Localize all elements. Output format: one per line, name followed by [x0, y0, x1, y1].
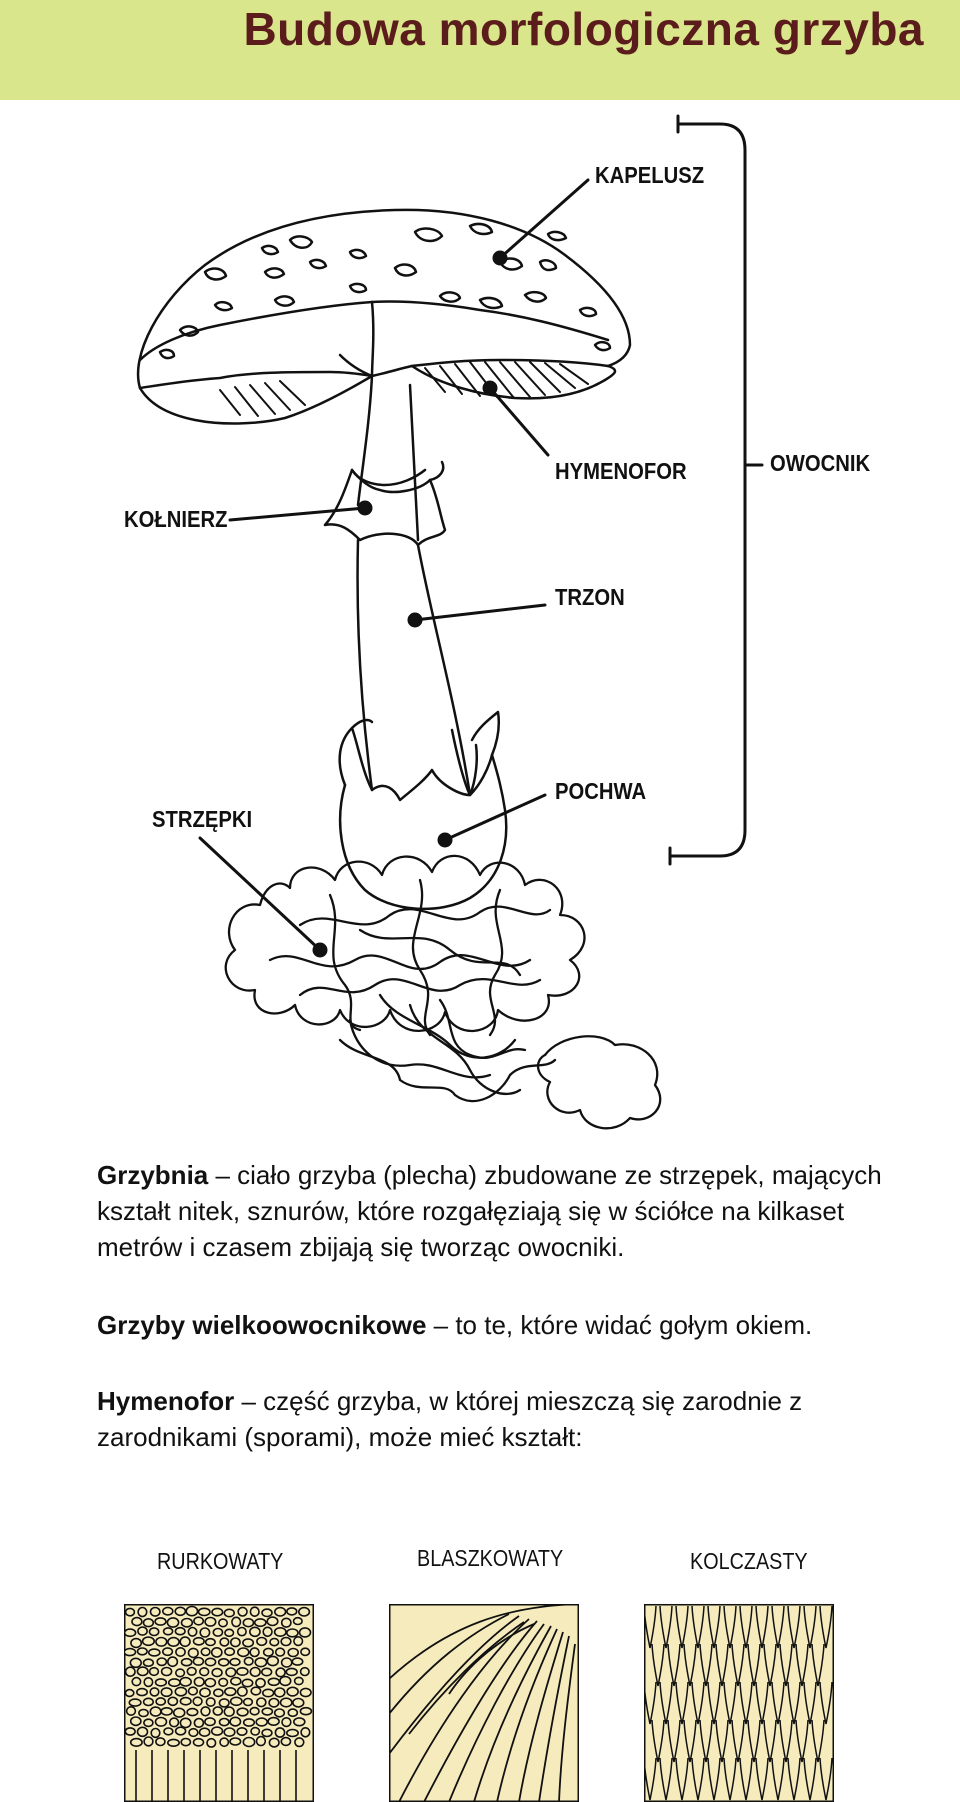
type-label-kolczasty: KOLCZASTY	[690, 1548, 808, 1574]
label-pochwa: POCHWA	[555, 778, 647, 804]
swatch-lamellar-gills	[389, 1604, 579, 1802]
type-label-rurkowaty: RURKOWATY	[157, 1548, 284, 1574]
definition-grzybnia: – ciało grzyba (plecha) zbudowane ze str…	[97, 1160, 882, 1262]
label-kapelusz: KAPELUSZ	[595, 162, 705, 188]
label-pointers	[198, 178, 590, 958]
mushroom-diagram	[136, 114, 764, 1130]
description-hymenofor: Hymenofor – część grzyba, w której miesz…	[97, 1383, 837, 1455]
label-kolnierz: KOŁNIERZ	[124, 506, 228, 532]
stem-illustration	[356, 373, 478, 797]
description-grzybnia: Grzybnia – ciało grzyba (plecha) zbudowa…	[97, 1157, 887, 1265]
cap-illustration	[136, 208, 632, 425]
definition-grzyby-wielkoowocnikowe: – to te, które widać gołym okiem.	[426, 1310, 813, 1340]
fruiting-body-bracket	[668, 114, 764, 866]
description-grzyby-wielkoowocnikowe: Grzyby wielkoowocnikowe – to te, które w…	[97, 1307, 887, 1343]
label-trzon: TRZON	[555, 584, 625, 610]
type-label-blaszkowaty: BLASZKOWATY	[417, 1545, 564, 1571]
label-strzepki: STRZĘPKI	[152, 806, 253, 832]
term-grzyby-wielkoowocnikowe: Grzyby wielkoowocnikowe	[97, 1310, 427, 1340]
swatch-tubular-pores	[124, 1604, 314, 1802]
definition-hymenofor: – część grzyba, w której mieszczą się za…	[97, 1386, 803, 1452]
mycelium-hyphae-illustration	[224, 854, 662, 1130]
term-grzybnia: Grzybnia	[97, 1160, 209, 1190]
title-bar: Budowa morfologiczna grzyba	[0, 0, 960, 100]
label-hymenofor: HYMENOFOR	[555, 458, 687, 484]
volva-illustration	[338, 710, 508, 911]
annulus-ring-illustration	[323, 460, 447, 547]
page-title: Budowa morfologiczna grzyba	[243, 3, 924, 55]
swatch-spiny-teeth	[644, 1604, 834, 1802]
term-hymenofor: Hymenofor	[97, 1386, 235, 1416]
label-owocnik: OWOCNIK	[770, 450, 871, 476]
